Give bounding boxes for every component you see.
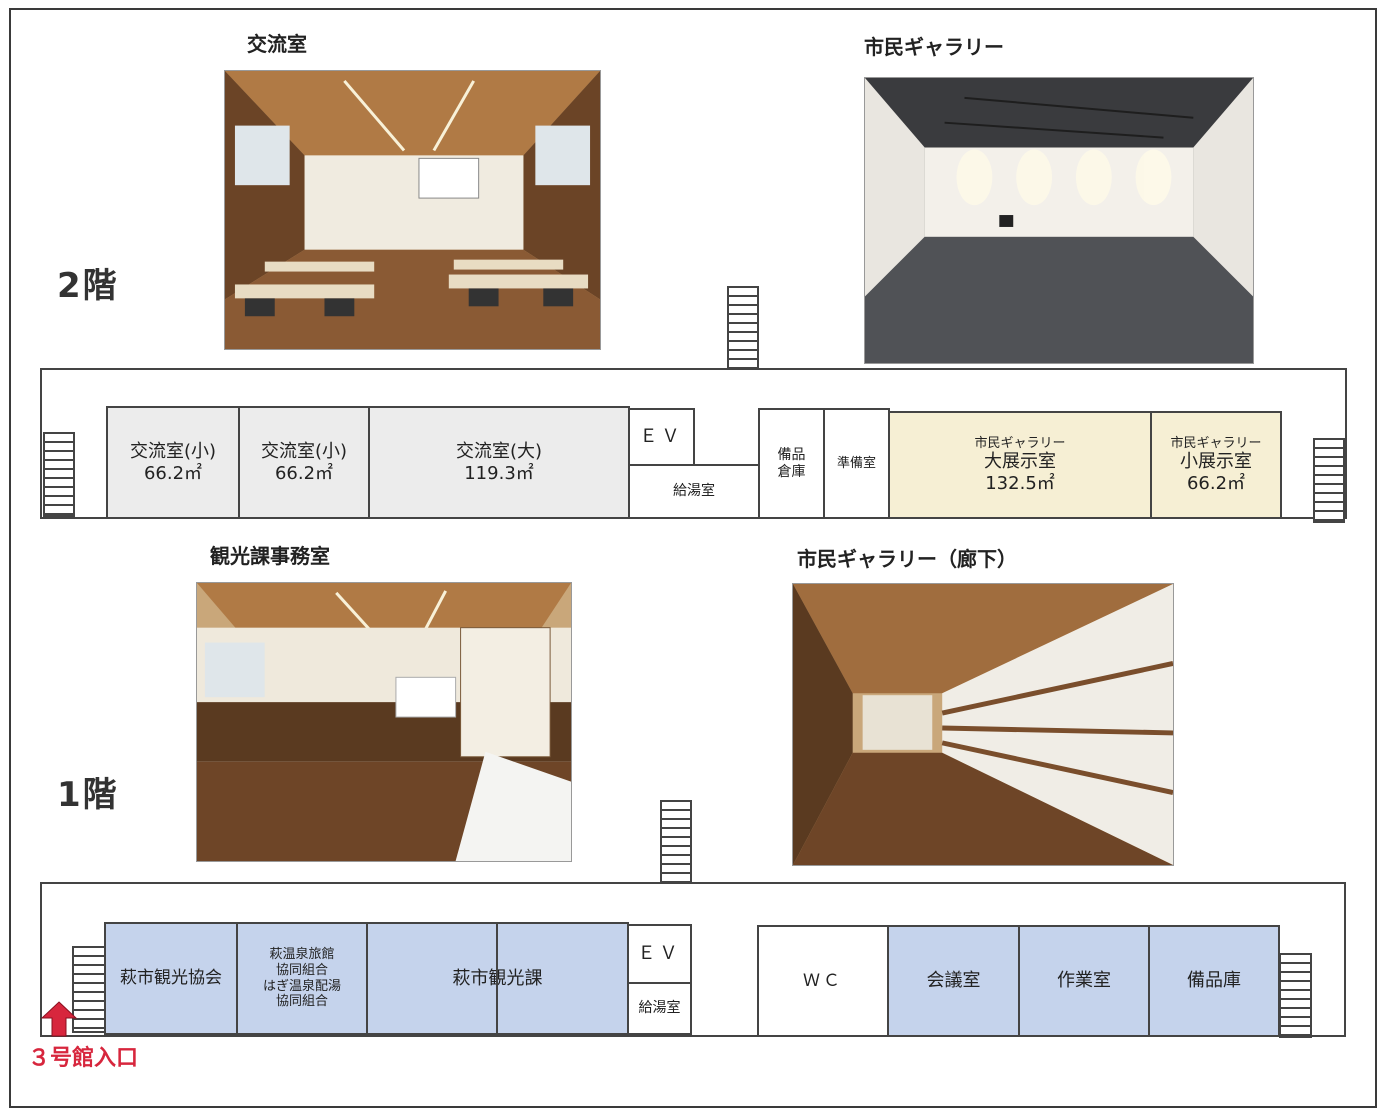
room-area: 132.5㎡ [985,472,1055,494]
photo-title-gallery-corridor: 市民ギャラリー（廊下） [797,547,1017,571]
floor-label-2: 2階 [57,266,119,306]
room-name: 交流室(大) [455,440,543,462]
room-name: ＥＶ [637,943,682,965]
room-name: 交流室(小) [260,440,348,462]
floor2-top-stairs [727,286,759,370]
room-name: 小展示室 [1180,451,1252,473]
floor1-hagi-tourism-association: 萩市観光協会 [104,922,238,1035]
photo-title-exchange-room: 交流室 [247,32,307,56]
room-area: 66.2㎡ [143,462,203,484]
page-frame [9,8,1377,1108]
floor1-tourism-division-divider [496,924,498,1033]
floor1-elevator: ＥＶ [627,924,692,984]
room-name: 交流室(小) [129,440,217,462]
floor2-elevator: ＥＶ [628,408,695,466]
room-name: 備品 倉庫 [777,446,806,480]
room-name: 備品庫 [1187,970,1241,992]
exchange-room-photo [224,70,601,350]
room-name: 大展示室 [984,451,1056,473]
room-name: 給湯室 [673,483,715,500]
floor1-restroom: ＷＣ [757,925,889,1037]
floor1-ryokan-association: 萩温泉旅館 協同組合 はぎ温泉配湯 協同組合 [236,922,368,1035]
floor1-top-stairs [660,800,692,884]
floor2-exchange-room-large: 交流室(大) 119.3㎡ [368,406,630,519]
floor1-equipment-storage: 備品庫 [1148,925,1280,1037]
room-area: 66.2㎡ [1186,472,1246,494]
room-prefix: 市民ギャラリー [974,435,1066,451]
photo-title-gallery: 市民ギャラリー [864,35,1004,59]
floor2-kitchenette: 給湯室 [628,464,760,519]
room-name: 会議室 [926,970,981,992]
room-area: 119.3㎡ [464,462,534,484]
entrance-arrow-icon [40,1001,78,1037]
room-name: ＷＣ [803,970,843,991]
floor1-kitchenette: 給湯室 [627,982,692,1035]
photo-title-tourism-office: 観光課事務室 [210,544,330,568]
gallery-corridor-photo [792,583,1174,866]
floor2-preparation-room: 準備室 [823,408,890,519]
floor2-exchange-room-small-1: 交流室(小) 66.2㎡ [106,406,240,519]
floor2-equipment-storage: 備品 倉庫 [758,408,825,519]
floor2-exchange-room-small-2: 交流室(小) 66.2㎡ [238,406,370,519]
floor2-left-stairs [43,432,75,517]
room-name: ＥＶ [639,426,684,448]
floor2-gallery-large-hall: 市民ギャラリー 大展示室 132.5㎡ [888,411,1152,519]
room-name: 準備室 [836,455,876,471]
room-name: 給湯室 [638,1000,681,1017]
room-name: 萩市観光協会 [120,968,222,989]
room-name: 作業室 [1057,970,1111,992]
floor1-left-stairs [72,946,106,1033]
floor1-work-room: 作業室 [1018,925,1150,1037]
floor2-gallery-small-hall: 市民ギャラリー 小展示室 66.2㎡ [1150,411,1282,519]
gallery-photo [864,77,1254,364]
floor1-right-stairs [1279,953,1312,1038]
tourism-office-photo [196,582,572,862]
floor2-right-stairs [1313,438,1345,523]
room-name: 萩温泉旅館 協同組合 はぎ温泉配湯 協同組合 [262,947,341,1010]
floor1-meeting-room: 会議室 [887,925,1020,1037]
room-area: 66.2㎡ [274,462,334,484]
floor-label-1: 1階 [57,775,119,815]
room-prefix: 市民ギャラリー [1170,435,1262,451]
entrance-label: ３号館入口 [28,1046,139,1071]
